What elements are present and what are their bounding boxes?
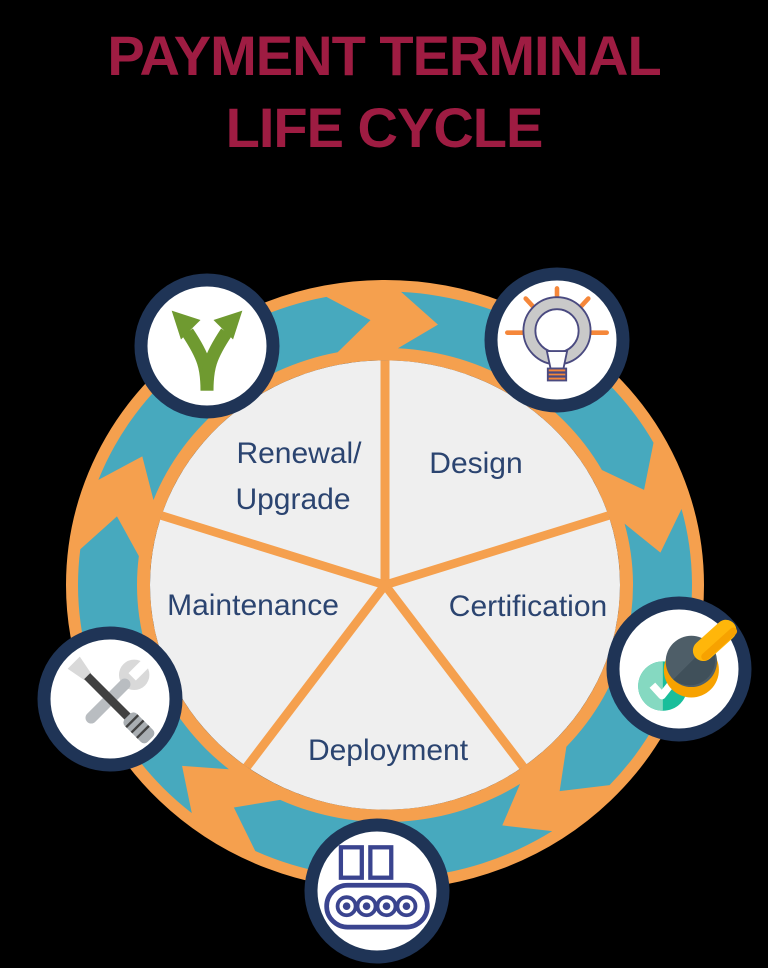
segment-label-maintenance: Maintenance (167, 589, 339, 622)
cycle-wheel (66, 280, 704, 890)
segment-label-deployment: Deployment (308, 734, 469, 767)
page-title: PAYMENT TERMINAL LIFE CYCLE (0, 20, 768, 164)
segment-label-design: Design (429, 447, 522, 480)
cycle-arrow (397, 291, 654, 490)
stamp-handle (692, 619, 738, 662)
icon-badge-maintenance (37, 626, 183, 772)
segment-divider (381, 582, 527, 770)
cycle-arrow (98, 296, 371, 501)
approval-stamp-icon (638, 619, 738, 711)
segment-divider (243, 582, 389, 770)
icon-badge-design (484, 267, 630, 413)
segment-labels: Renewal/ Upgrade Design Certification De… (167, 437, 607, 767)
icon-circle (304, 818, 450, 964)
lightbulb-icon (505, 286, 609, 382)
segment-divider (383, 511, 610, 590)
icon-badge-deployment (304, 818, 450, 964)
segment-label-renewal-upgrade-line2: Upgrade (235, 483, 350, 516)
icon-badge-certification (606, 596, 752, 742)
icon-badge-renewal-upgrade (134, 273, 280, 419)
icon-circle (134, 273, 280, 419)
tools-icon (67, 655, 155, 744)
title-line-2: LIFE CYCLE (225, 96, 544, 159)
title-line-1: PAYMENT TERMINAL (107, 24, 661, 87)
icon-circle (484, 267, 630, 413)
cycle-arrow (78, 516, 229, 814)
segment-divider (160, 511, 387, 590)
segment-label-certification: Certification (449, 590, 607, 623)
branch-arrows-icon (171, 310, 243, 391)
conveyor-belt-icon (324, 845, 430, 930)
segment-dividers (160, 360, 610, 770)
screwdriver (67, 656, 155, 744)
segment-label-renewal-upgrade-line1: Renewal/ (236, 437, 362, 470)
